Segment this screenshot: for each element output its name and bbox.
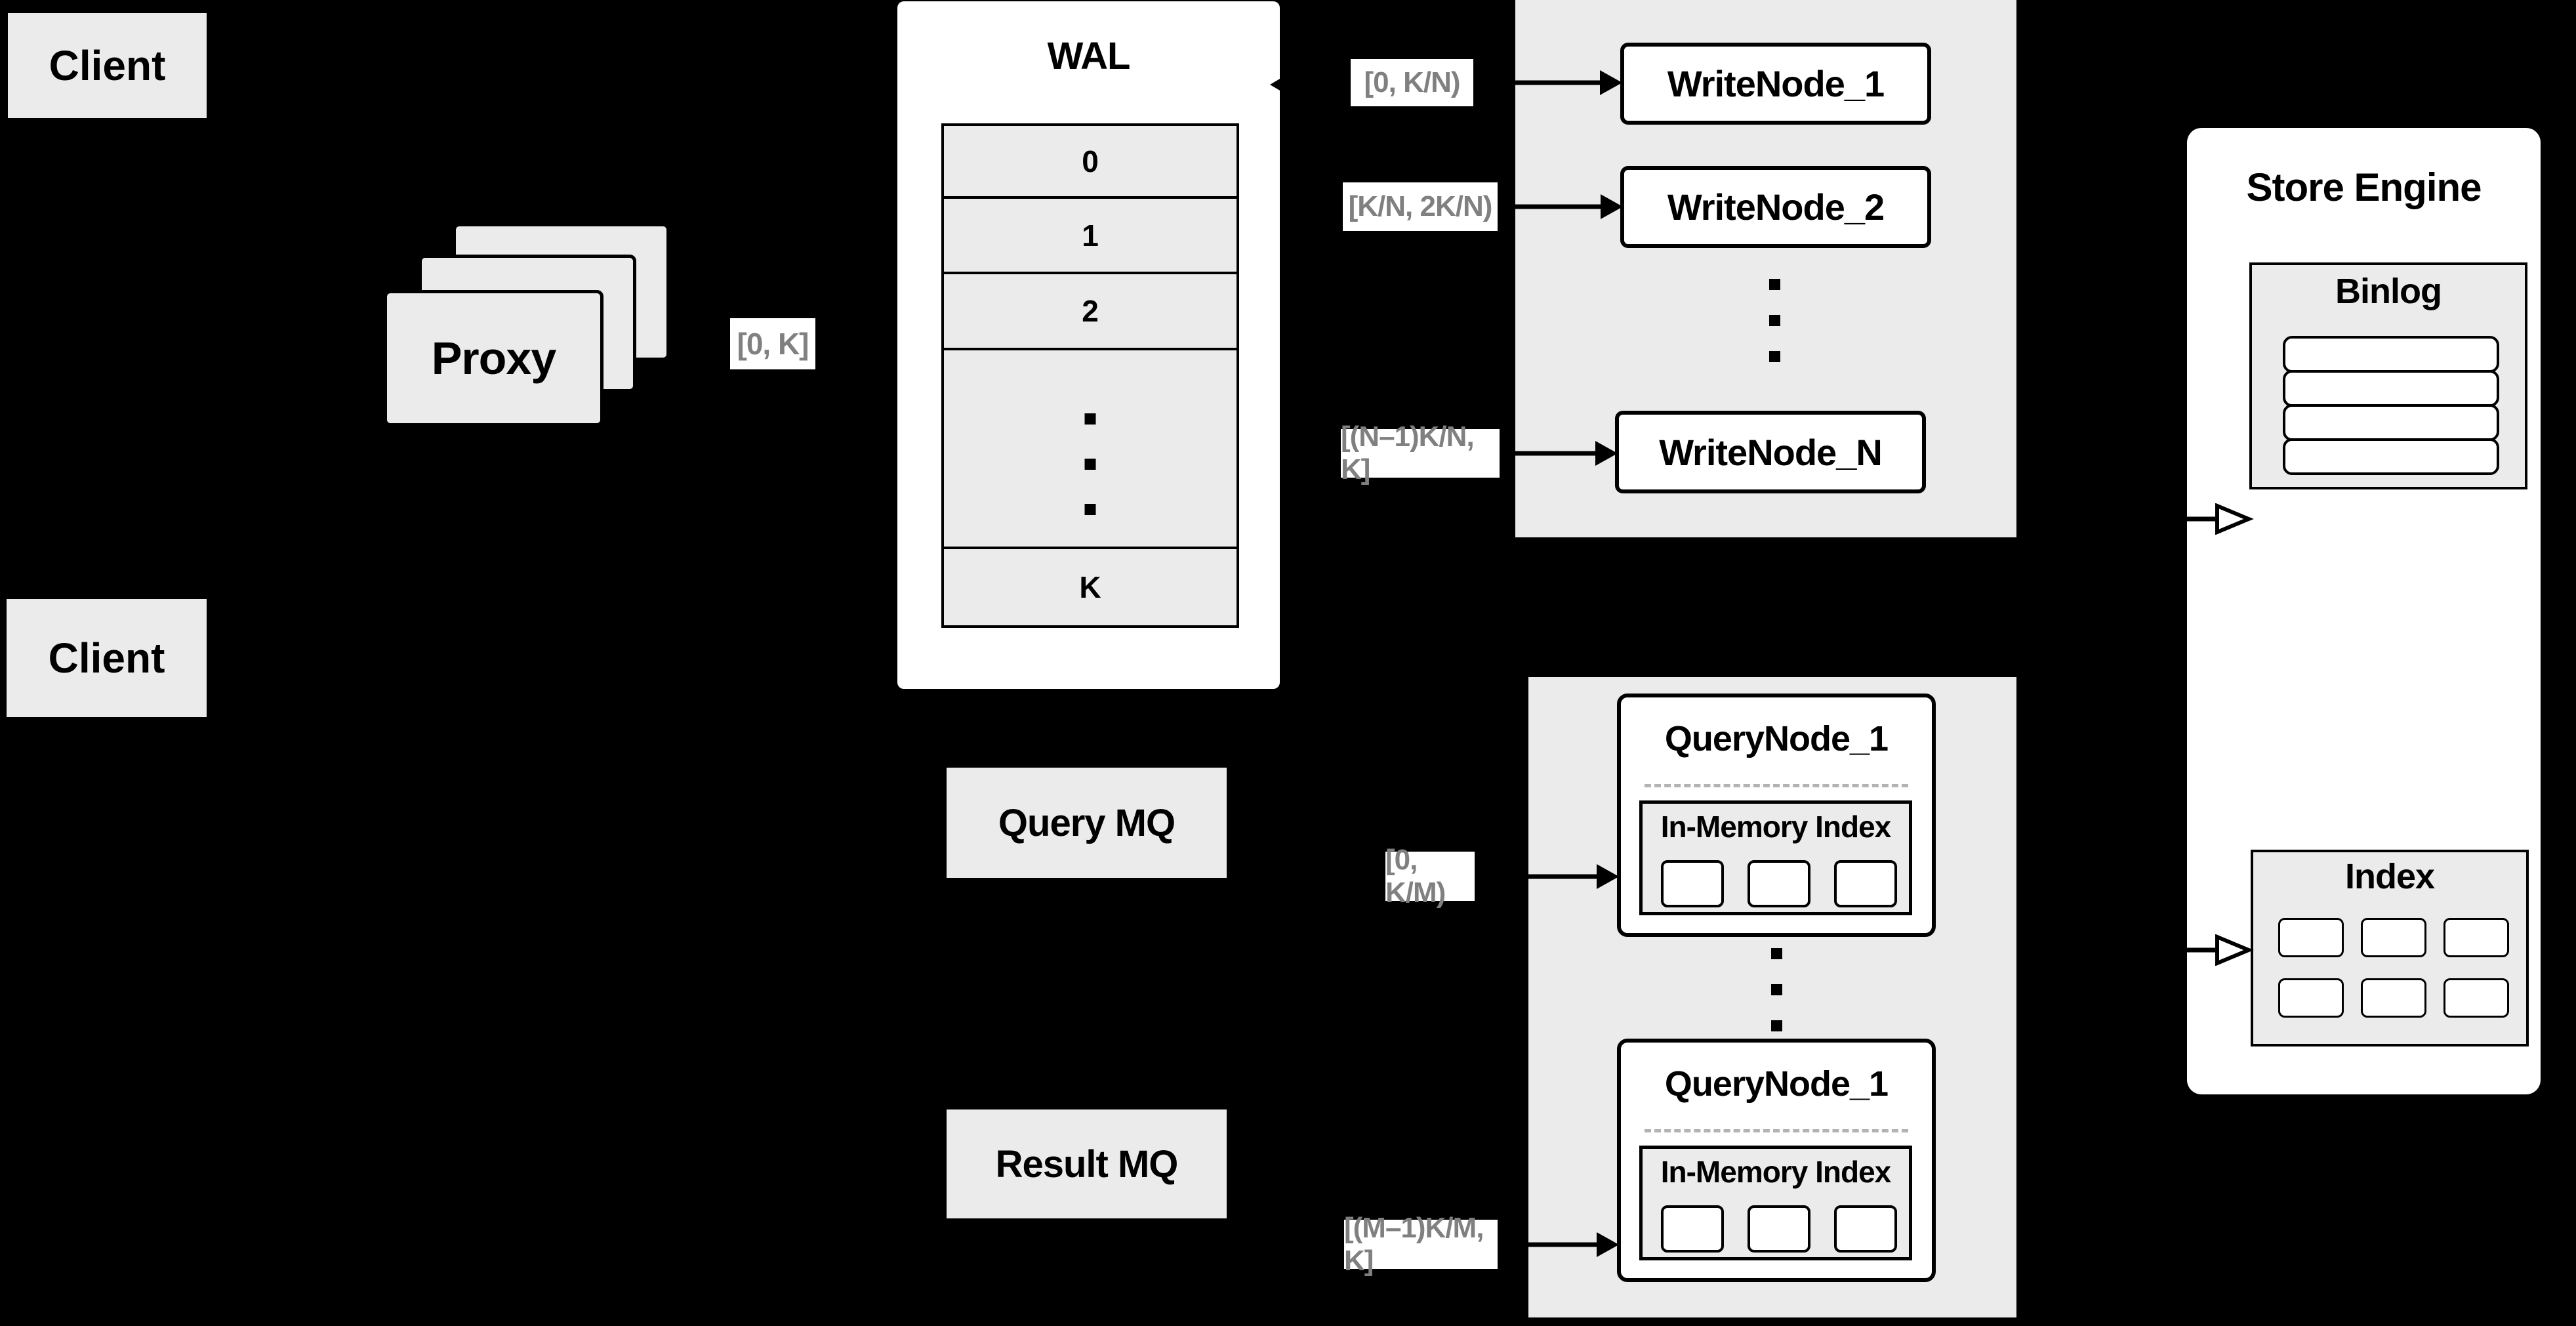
wal-row-k-text: K (1079, 570, 1101, 604)
writenode-vertical-ellipsis-icon (1769, 279, 1780, 362)
writenode-1-box: WriteNode_1 (1620, 43, 1931, 125)
range-label-write-n: [(N–1)K/N, K] (1341, 421, 1500, 486)
index-segment-3 (2443, 918, 2509, 957)
result-mq-box: Result MQ (947, 1109, 1227, 1218)
querynode-1-title: QueryNode_1 (1621, 716, 1932, 762)
wal-row-0: 0 (941, 123, 1239, 199)
wal-container: WAL 0 1 2 K (897, 1, 1284, 689)
index-title: Index (2253, 856, 2526, 897)
querynode-m-title: QueryNode_1 (1621, 1061, 1932, 1107)
range-label-query-m-text: [(M–1)K/M, K] (1344, 1211, 1484, 1277)
query-mq-box: Query MQ (947, 768, 1227, 878)
querynode-m-inmemory-box: In-Memory Index (1639, 1146, 1912, 1260)
arrow-to-writenode-2 (1497, 194, 1623, 220)
index-box: Index (2251, 850, 2529, 1046)
range-label-write-n-text: [(N–1)K/N, K] (1341, 421, 1475, 486)
querynode-1-segment-1 (1661, 860, 1724, 907)
range-label-write-2: [K/N, 2K/N) (1343, 182, 1498, 231)
querynode-1-segment-2 (1748, 860, 1810, 907)
wal-row-2: 2 (941, 272, 1239, 350)
client-bottom-box: Client (7, 599, 207, 717)
querynode-1-dashed-divider (1645, 784, 1908, 787)
index-segment-1 (2278, 918, 2344, 957)
range-label-write-1: [0, K/N) (1351, 59, 1473, 106)
range-label-query-1-text: [0, K/M) (1385, 843, 1446, 909)
querynode-m-segment-1 (1661, 1205, 1724, 1253)
wal-row-1-text: 1 (1082, 218, 1099, 253)
querynode-m-segment-3 (1834, 1205, 1897, 1253)
binlog-box: Binlog (2249, 262, 2527, 489)
store-engine-title: Store Engine (2187, 161, 2541, 213)
open-arrow-index-icon (2187, 934, 2254, 966)
binlog-row-4 (2283, 438, 2499, 475)
querynode-1-inmemory-title: In-Memory Index (1643, 808, 1909, 846)
binlog-title-text: Binlog (2335, 272, 2442, 311)
binlog-row-3 (2283, 404, 2499, 441)
wal-row-0-text: 0 (1082, 144, 1099, 178)
index-segment-4 (2278, 978, 2344, 1018)
arrow-to-querynode-m (1497, 1232, 1619, 1258)
arrow-to-querynode-1 (1474, 863, 1619, 890)
query-mq-label: Query MQ (998, 801, 1176, 844)
querynode-m-inmemory-text: In-Memory Index (1660, 1155, 1892, 1189)
querynode-1-segment-3 (1834, 860, 1897, 907)
writenode-n-label: WriteNode_N (1659, 431, 1883, 473)
range-label-query-1: [0, K/M) (1385, 844, 1475, 909)
index-title-text: Index (2344, 857, 2435, 896)
writenode-1-label: WriteNode_1 (1667, 63, 1885, 104)
arrow-to-writenode-1 (1473, 70, 1622, 96)
wal-title-text: WAL (1047, 34, 1131, 77)
incoming-arrowhead-icon (1270, 76, 1284, 93)
range-label-write-2-text: [K/N, 2K/N) (1348, 190, 1493, 222)
client-bottom-label: Client (48, 634, 165, 682)
querynode-1-inmemory-text: In-Memory Index (1660, 810, 1892, 844)
binlog-row-1 (2283, 336, 2499, 373)
querynode-vertical-ellipsis-icon (1771, 948, 1782, 1031)
wal-row-1: 1 (941, 196, 1239, 274)
wal-vertical-ellipsis-icon (1084, 413, 1096, 515)
wal-row-ellipsis (941, 348, 1239, 549)
querynode-m-dashed-divider (1645, 1129, 1908, 1132)
querynode-1-inmemory-box: In-Memory Index (1639, 800, 1912, 915)
store-engine-box: Store Engine Binlog Index (2187, 128, 2541, 1094)
writenode-n-box: WriteNode_N (1615, 411, 1926, 493)
range-label-proxy-wal-text: [0, K] (737, 327, 809, 361)
binlog-rows (2283, 336, 2499, 475)
index-segment-5 (2361, 978, 2426, 1018)
store-engine-title-text: Store Engine (2246, 165, 2482, 209)
querynode-m-title-text: QueryNode_1 (1664, 1064, 1889, 1104)
proxy-box-front: Proxy (384, 290, 603, 426)
client-top-label: Client (49, 42, 166, 89)
writenode-2-box: WriteNode_2 (1620, 166, 1931, 248)
querynode-1-title-text: QueryNode_1 (1664, 719, 1889, 758)
wal-title: WAL (897, 33, 1280, 79)
querynode-m-inmemory-title: In-Memory Index (1643, 1153, 1909, 1191)
querynode-1-box: QueryNode_1 In-Memory Index (1617, 694, 1936, 937)
querynode-m-box: QueryNode_1 In-Memory Index (1617, 1039, 1936, 1282)
result-mq-label: Result MQ (995, 1142, 1179, 1186)
binlog-row-2 (2283, 370, 2499, 407)
arrow-to-writenode-n (1499, 440, 1618, 466)
binlog-title: Binlog (2252, 270, 2525, 312)
wal-row-2-text: 2 (1082, 294, 1099, 328)
range-label-proxy-wal: [0, K] (730, 318, 815, 369)
open-arrow-binlog-icon (2187, 503, 2254, 535)
proxy-stack: Proxy (384, 223, 670, 428)
wal-row-k: K (941, 547, 1239, 628)
client-top-box: Client (8, 13, 207, 118)
writenode-2-label: WriteNode_2 (1667, 186, 1885, 228)
range-label-query-m: [(M–1)K/M, K] (1344, 1212, 1498, 1277)
range-label-write-1-text: [0, K/N) (1364, 66, 1461, 98)
index-segment-2 (2361, 918, 2426, 957)
querynode-m-segment-2 (1748, 1205, 1810, 1253)
proxy-label: Proxy (431, 333, 557, 384)
index-segment-6 (2443, 978, 2509, 1018)
